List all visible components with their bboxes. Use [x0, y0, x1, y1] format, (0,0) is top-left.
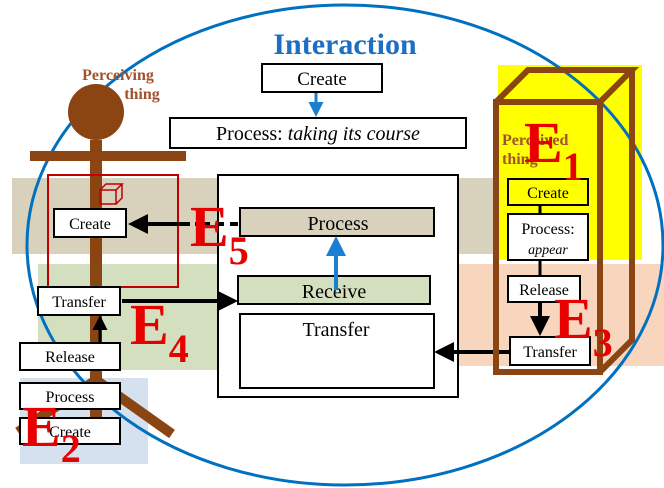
event-e2: E2: [22, 394, 81, 471]
perceived-transfer-box: [509, 336, 591, 366]
middle-process-box: [239, 207, 435, 237]
event-e3: E3: [554, 286, 613, 365]
perceived-transfer-label: Transfer: [523, 344, 577, 361]
top-create-box: [261, 63, 383, 93]
perceiving-label-2: thing: [124, 86, 160, 103]
interaction-ellipse: [25, 3, 664, 487]
perceiving-transfer-label: Transfer: [52, 294, 106, 311]
middle-receive-label: Receive: [302, 281, 367, 303]
perceiving-release-box: [19, 342, 121, 371]
perceived-process-italic: appear: [528, 243, 568, 258]
perceiving-create-label: Create: [69, 216, 111, 233]
middle-transfer-box: [239, 313, 435, 389]
perceived-create-label: Create: [527, 185, 569, 202]
perceiving-release-label: Release: [45, 349, 95, 366]
top-process-label: Process: taking its course: [216, 123, 420, 145]
perceiving-create-box: [53, 208, 127, 238]
event-e1: E1: [524, 110, 583, 189]
middle-transfer-label: Transfer: [302, 319, 369, 341]
perceived-release-label: Release: [519, 282, 569, 299]
perceiving-process-label: Process: [46, 389, 95, 406]
perceiving-create2-label: Create: [49, 424, 91, 441]
top-process-box: [169, 117, 467, 149]
interaction-title: Interaction: [273, 28, 417, 61]
perceived-release-box: [507, 275, 581, 303]
event-e5: E5: [190, 194, 249, 273]
perceived-process-box: [507, 213, 589, 261]
perceiving-process-box: [19, 382, 121, 410]
perceiving-label-1: Perceiving: [82, 67, 154, 84]
perceiving-create2-box: [19, 417, 121, 445]
middle-process-label: Process: [307, 213, 368, 235]
top-create-label: Create: [297, 69, 347, 90]
perceived-box: [493, 67, 640, 375]
perceived-create-box: [507, 178, 589, 206]
perceiving-transfer-box: [37, 286, 121, 316]
perceived-process-label: Process:: [521, 221, 574, 238]
perceived-label-2: thing: [502, 151, 538, 168]
cube-icon: [99, 183, 124, 205]
perceived-label-1: Perceived: [502, 132, 568, 149]
event-e4: E4: [130, 292, 189, 371]
